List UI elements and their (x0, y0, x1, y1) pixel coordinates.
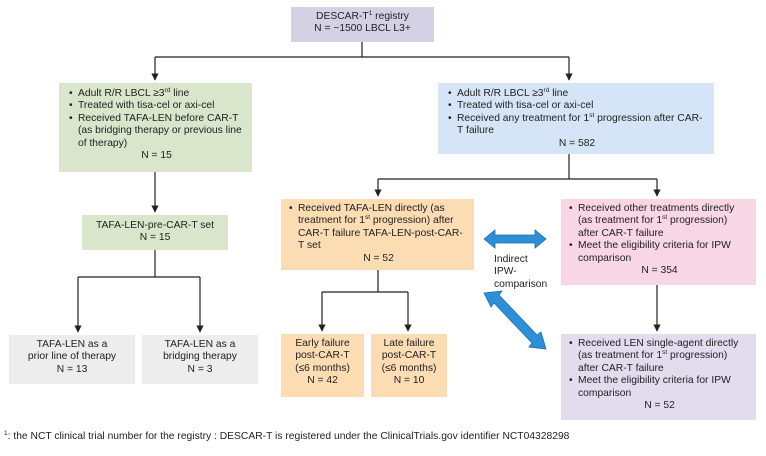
left-criterion-tafa-len: Received TAFA-LEN before CAR-T (as bridg… (69, 113, 244, 150)
right-branch-box: Adult R/R LBCL ≥3rd line Treated with ti… (438, 83, 714, 154)
connector-right-split (378, 154, 657, 180)
registry-count: N = ~1500 LBCL L3+ (314, 23, 411, 35)
right-criterion-line: Adult R/R LBCL ≥3rd line (448, 87, 706, 101)
connector-post-set-split (322, 270, 408, 293)
pre-set-title: TAFA-LEN-pre-CAR-T set (95, 220, 215, 231)
other-treatments-box: Received other treatments directly (as t… (561, 199, 756, 285)
post-set-criterion: Received TAFA-LEN directly (as treatment… (289, 203, 468, 253)
ipw-label-1: Indirect (494, 254, 528, 265)
other-criterion-treatment: Received other treatments directly (as t… (569, 203, 750, 240)
pre-set-n: N = 15 (139, 232, 171, 244)
post-set-n: N = 52 (363, 252, 394, 264)
left-criterion-line: Adult R/R LBCL ≥3rd line (69, 87, 244, 101)
prior-line-label-2: prior line of therapy (27, 351, 117, 363)
late-n: N = 10 (393, 375, 425, 387)
left-branch-n: N = 15 (141, 150, 172, 162)
late-failure-box: Late failure post-CAR-T (≤6 months) N = … (371, 334, 447, 397)
registry-title: DESCAR-T1 registry (316, 10, 409, 22)
connector-registry-split (155, 42, 569, 58)
early-label-2: post-CAR-T (295, 350, 350, 362)
right-criterion-treatment: Treated with tisa-cel or axi-cel (448, 100, 706, 113)
other-n: N = 354 (641, 265, 678, 277)
early-label-3: (≤6 months) (295, 362, 350, 374)
ipw-double-arrow-diagonal (483, 290, 547, 350)
ipw-label-2: IPW- (494, 266, 517, 278)
pre-car-t-set-box: TAFA-LEN-pre-CAR-T set N = 15 (82, 215, 228, 250)
prior-line-label-1: TAFA-LEN as a (36, 339, 108, 350)
connector-pre-set-split (78, 250, 200, 278)
len-single-n: N = 52 (644, 400, 675, 412)
right-criterion-progression: Received any treatment for 1st progressi… (448, 112, 706, 138)
late-label-3: (≤6 months) (381, 362, 437, 374)
len-single-agent-box: Received LEN single-agent directly (as t… (561, 334, 756, 420)
bridging-n: N = 3 (187, 363, 213, 375)
ipw-label-3: comparison (494, 278, 548, 290)
early-n: N = 42 (307, 375, 338, 387)
bridging-box: TAFA-LEN as a bridging therapy N = 3 (142, 335, 258, 384)
ipw-double-arrow-horizontal (483, 229, 547, 249)
footnote: 1: the NCT clinical trial number for the… (4, 430, 570, 442)
len-criterion-eligibility: Meet the eligibility criteria for IPW co… (569, 375, 750, 400)
left-criterion-treatment: Treated with tisa-cel or axi-cel (69, 100, 244, 113)
right-branch-n: N = 582 (558, 137, 596, 149)
len-criterion-treatment: Received LEN single-agent directly (as t… (569, 338, 750, 375)
prior-line-box: TAFA-LEN as a prior line of therapy N = … (9, 335, 135, 384)
bridging-label-2: bridging therapy (163, 351, 237, 363)
post-car-t-set-box: Received TAFA-LEN directly (as treatment… (281, 199, 474, 270)
left-branch-box: Adult R/R LBCL ≥3rd line Treated with ti… (59, 83, 252, 172)
bridging-label-1: TAFA-LEN as a (164, 339, 236, 350)
early-label-1: Early failure (295, 338, 350, 349)
ipw-comparison-label: Indirect IPW- comparison (494, 254, 547, 291)
registry-box: DESCAR-T1 registry N = ~1500 LBCL L3+ (291, 7, 434, 42)
late-label-1: Late failure (383, 338, 435, 349)
late-label-2: post-CAR-T (381, 350, 437, 362)
prior-line-n: N = 13 (56, 363, 88, 375)
early-failure-box: Early failure post-CAR-T (≤6 months) N =… (281, 334, 364, 397)
other-criterion-eligibility: Meet the eligibility criteria for IPW co… (569, 240, 750, 265)
